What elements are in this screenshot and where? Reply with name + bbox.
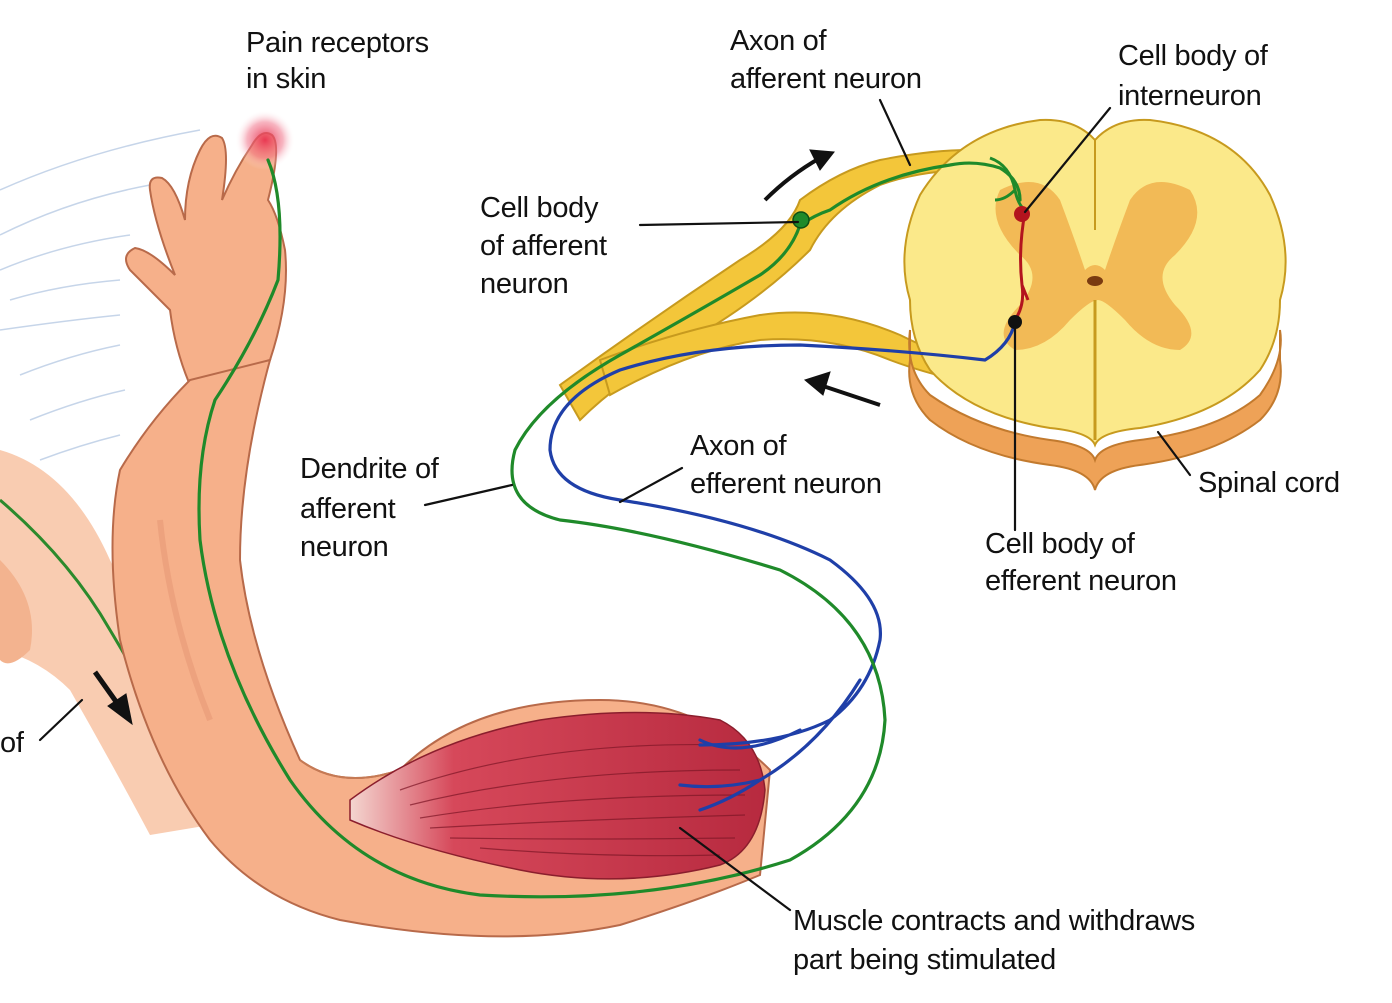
- label-muscle: Muscle contracts and withdraws part bein…: [793, 905, 1203, 976]
- label-axon-efferent: Axon of efferent neuron: [690, 430, 882, 500]
- label-spinal-cord: Spinal cord: [1198, 467, 1340, 499]
- label-cell-body-afferent: Cell body of afferent neuron: [480, 192, 615, 300]
- label-cell-body-efferent: Cell body of efferent neuron: [985, 528, 1177, 597]
- labels: Pain receptors in skin Axon of afferent …: [0, 25, 1340, 976]
- pain-receptor-glow: [235, 110, 295, 170]
- label-axon-afferent: Axon of afferent neuron: [730, 25, 922, 95]
- direction-arrows: [92, 149, 881, 726]
- motion-lines: [0, 129, 201, 461]
- interneuron: [1013, 211, 1030, 321]
- afferent-cell-body: [792, 211, 810, 229]
- leader-lines: [38, 98, 1192, 912]
- efferent-cell-body: [1008, 315, 1022, 329]
- label-cell-body-interneuron: Cell body of interneuron: [1118, 40, 1275, 112]
- biceps-muscle: [349, 711, 766, 880]
- efferent-axon: [548, 320, 1017, 812]
- label-dendrite-afferent: Dendrite of afferent neuron: [300, 453, 446, 563]
- spinal-cord: [903, 118, 1287, 491]
- label-cropped-left: of: [0, 727, 25, 759]
- label-pain-receptors: Pain receptors in skin: [246, 27, 437, 95]
